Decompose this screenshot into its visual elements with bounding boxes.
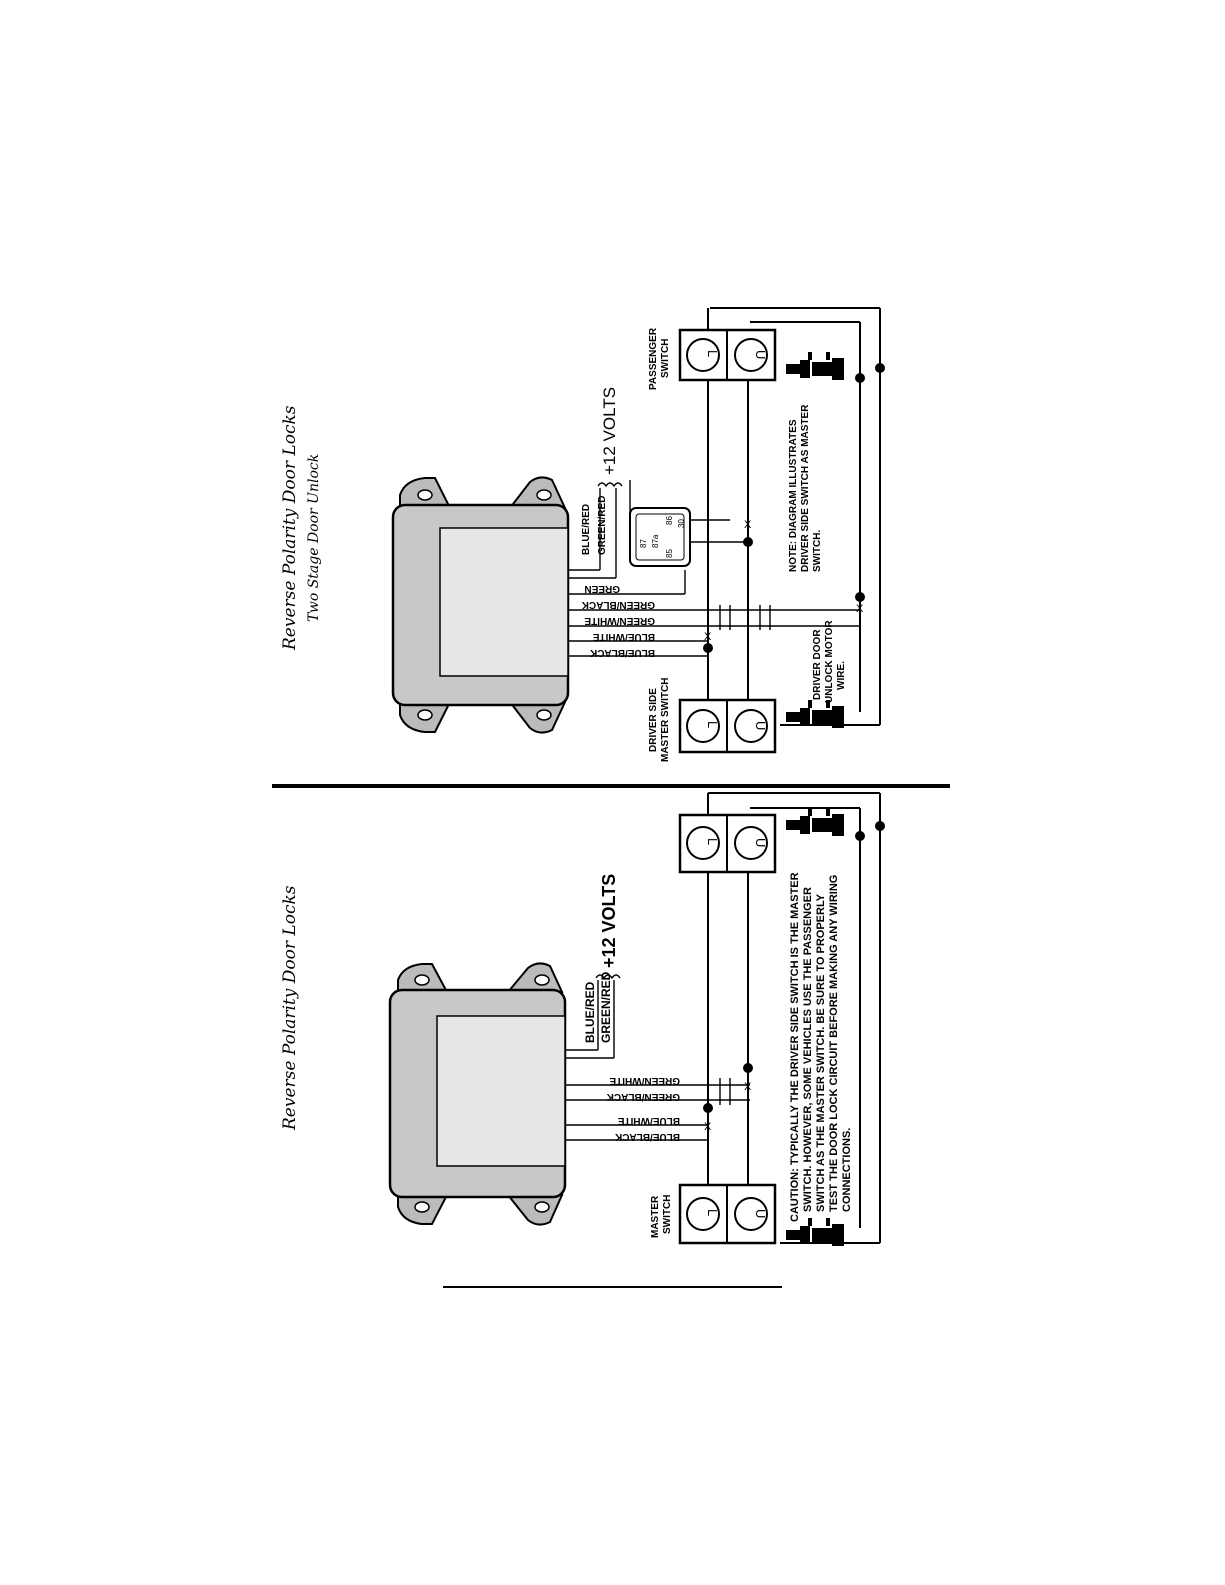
wire-label-blue-black: BLUE/BLACK bbox=[589, 647, 655, 658]
passenger-switch-label-2: SWITCH bbox=[660, 339, 671, 378]
b-pass-switch-u: U bbox=[753, 838, 768, 847]
relay: 87 87a 86 85 30 bbox=[629, 480, 748, 567]
bottom-diagram: Reverse Polarity Door Locks BLUE/RED GRE… bbox=[280, 792, 885, 1246]
driver-switch-label-1: DRIVER SIDE bbox=[648, 688, 659, 752]
connector-bottom-top bbox=[786, 808, 844, 836]
top-wires bbox=[568, 488, 860, 657]
b-wire-label-green-white: GREEN/WHITE bbox=[609, 1075, 680, 1086]
b-wire-label-green-red: GREEN/RED bbox=[599, 971, 613, 1043]
alarm-module bbox=[391, 476, 570, 734]
top-volts-brace bbox=[597, 482, 623, 488]
driver-switch: L U bbox=[678, 698, 777, 754]
passenger-switch: L U bbox=[678, 328, 777, 382]
master-switch-label-2: SWITCH bbox=[662, 1195, 673, 1234]
connector-passenger bbox=[786, 352, 844, 380]
b-wire-label-blue-red: BLUE/RED bbox=[583, 981, 597, 1043]
driver-switch-l: L bbox=[705, 721, 720, 728]
caution-line-2: SWITCH. HOWEVER, SOME VEHICLES USE THE P… bbox=[802, 887, 814, 1212]
passenger-switch-label-1: PASSENGER bbox=[648, 327, 659, 390]
top-diagram: Reverse Polarity Door Locks Two Stage Do… bbox=[280, 307, 885, 762]
caution-line-1: CAUTION: TYPICALLY THE DRIVER SIDE SWITC… bbox=[789, 872, 801, 1222]
passenger-switch-l: L bbox=[705, 350, 720, 357]
wire-label-blue-red: BLUE/RED bbox=[581, 504, 592, 555]
note-line-1: NOTE: DIAGRAM ILLUSTRATES bbox=[788, 419, 799, 572]
driver-door-label-2: UNLOCK MOTOR bbox=[824, 620, 835, 703]
bottom-12-volts: +12 VOLTS bbox=[599, 874, 619, 968]
top-12-volts: +12 VOLTS bbox=[600, 387, 619, 475]
relay-pin-87a: 87a bbox=[651, 534, 660, 548]
relay-pin-85: 85 bbox=[665, 549, 674, 558]
alarm-module-bottom bbox=[388, 962, 567, 1226]
x-mark-1: X bbox=[704, 631, 712, 643]
wire-label-green-black: GREEN/BLACK bbox=[581, 599, 655, 610]
relay-pin-30: 30 bbox=[677, 519, 686, 528]
b-x-mark-2: X bbox=[744, 1081, 752, 1093]
driver-door-label-1: DRIVER DOOR bbox=[812, 629, 823, 700]
wire-label-green-red: GREEN/RED bbox=[597, 496, 608, 555]
caution-line-5: CONNECTIONS. bbox=[841, 1128, 853, 1212]
top-subtitle: Two Stage Door Unlock bbox=[306, 454, 322, 622]
master-switch: L U bbox=[678, 1183, 777, 1245]
b-pass-switch-l: L bbox=[705, 838, 720, 845]
master-switch-label-1: MASTER bbox=[650, 1195, 661, 1238]
top-harness: X X X bbox=[703, 307, 885, 726]
driver-door-label-3: WIRE. bbox=[836, 661, 847, 690]
bottom-harness: X X bbox=[703, 792, 885, 1244]
relay-pin-86: 86 bbox=[665, 516, 674, 525]
driver-switch-label-2: MASTER SWITCH bbox=[660, 678, 671, 762]
relay-pin-87: 87 bbox=[639, 539, 648, 548]
b-x-mark-1: X bbox=[704, 1121, 712, 1133]
b-wire-label-blue-white: BLUE/WHITE bbox=[617, 1115, 680, 1126]
master-switch-u: U bbox=[753, 1209, 768, 1218]
wire-label-green-white: GREEN/WHITE bbox=[584, 615, 655, 626]
master-switch-l: L bbox=[705, 1209, 720, 1216]
top-title: Reverse Polarity Door Locks bbox=[280, 405, 300, 651]
passenger-switch-bottom: L U bbox=[678, 813, 777, 874]
connector-driver bbox=[786, 700, 844, 728]
caution-line-4: TEST THE DOOR LOCK CIRCUIT BEFORE MAKING… bbox=[828, 875, 840, 1212]
b-wire-label-blue-black: BLUE/BLACK bbox=[614, 1131, 680, 1142]
x-mark-2: X bbox=[744, 519, 752, 531]
x-mark-3: X bbox=[856, 603, 864, 615]
passenger-switch-u: U bbox=[753, 350, 768, 359]
bottom-title: Reverse Polarity Door Locks bbox=[280, 885, 300, 1131]
wire-label-green: GREEN bbox=[584, 583, 620, 594]
connector-bottom-low bbox=[786, 1218, 844, 1246]
wire-label-blue-white: BLUE/WHITE bbox=[592, 631, 655, 642]
note-line-2: DRIVER SIDE SWITCH AS MASTER bbox=[800, 404, 811, 572]
bottom-wires bbox=[565, 980, 750, 1141]
driver-switch-u: U bbox=[753, 721, 768, 730]
caution-line-3: SWITCH AS THE MASTER SWITCH. BE SURE TO … bbox=[815, 893, 827, 1212]
b-wire-label-green-black: GREEN/BLACK bbox=[606, 1091, 680, 1102]
bottom-volts-brace bbox=[595, 974, 621, 980]
note-line-3: SWITCH. bbox=[812, 530, 823, 572]
